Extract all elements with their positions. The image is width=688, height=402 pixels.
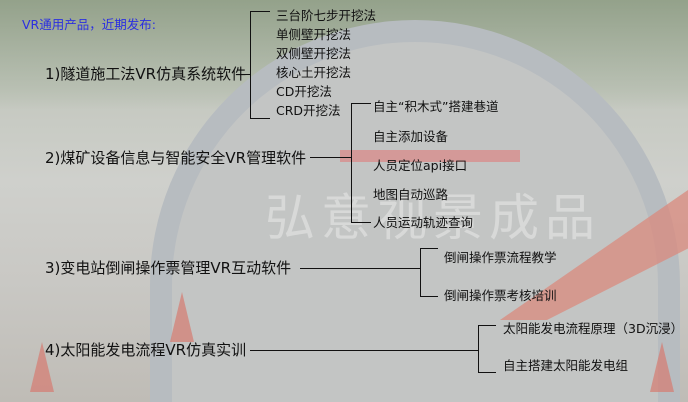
bracket-tick bbox=[250, 11, 270, 12]
bracket-tick bbox=[420, 296, 438, 297]
connector-line bbox=[310, 157, 351, 158]
bracket-line bbox=[478, 325, 479, 373]
bracket-tick bbox=[420, 248, 438, 249]
product-2-label: 2)煤矿设备信息与智能安全VR管理软件 bbox=[45, 149, 307, 167]
product-3-item: 倒闸操作票考核培训 bbox=[444, 288, 557, 303]
product-2-item: 人员定位api接口 bbox=[373, 158, 468, 173]
product-3-item: 倒闸操作票流程教学 bbox=[444, 250, 557, 265]
traffic-cone bbox=[650, 342, 674, 392]
connector-line bbox=[300, 268, 420, 269]
product-2-item: 地图自动巡路 bbox=[373, 187, 449, 202]
bracket-line bbox=[420, 248, 421, 297]
bracket-line bbox=[250, 11, 251, 119]
product-2-item: 人员运动轨迹查询 bbox=[373, 215, 474, 230]
product-1-item: 三台阶七步开挖法 bbox=[276, 8, 377, 23]
product-1-label: 1)隧道施工法VR仿真系统软件 bbox=[45, 65, 247, 83]
traffic-cone bbox=[170, 292, 194, 342]
bracket-tick bbox=[351, 222, 371, 223]
product-2-item: 自主“积木式”搭建巷道 bbox=[373, 99, 499, 114]
connector-line bbox=[250, 350, 478, 351]
bracket-tick bbox=[250, 118, 270, 119]
connector-line bbox=[242, 74, 250, 75]
product-1-item: 双侧壁开挖法 bbox=[276, 46, 352, 61]
product-1-item: 核心土开挖法 bbox=[276, 65, 352, 80]
traffic-cone bbox=[30, 342, 54, 392]
bracket-tick bbox=[478, 325, 496, 326]
product-1-item: CD开挖法 bbox=[276, 84, 332, 99]
product-1-item: 单侧壁开挖法 bbox=[276, 27, 352, 42]
page-title: VR通用产品，近期发布: bbox=[22, 17, 156, 32]
bracket-tick bbox=[351, 103, 371, 104]
product-4-item: 太阳能发电流程原理（3D沉浸） bbox=[503, 321, 684, 336]
product-2-item: 自主添加设备 bbox=[373, 129, 449, 144]
watermark: 弘意视景成品 bbox=[265, 189, 601, 247]
bracket-line bbox=[351, 103, 352, 223]
product-3-label: 3)变电站倒闸操作票管理VR互动软件 bbox=[45, 259, 292, 277]
background-warning-banner bbox=[340, 150, 520, 162]
product-4-label: 4)太阳能发电流程VR仿真实训 bbox=[45, 341, 247, 359]
product-4-item: 自主搭建太阳能发电组 bbox=[503, 358, 629, 373]
bracket-tick bbox=[478, 372, 496, 373]
product-1-item: CRD开挖法 bbox=[276, 103, 341, 118]
